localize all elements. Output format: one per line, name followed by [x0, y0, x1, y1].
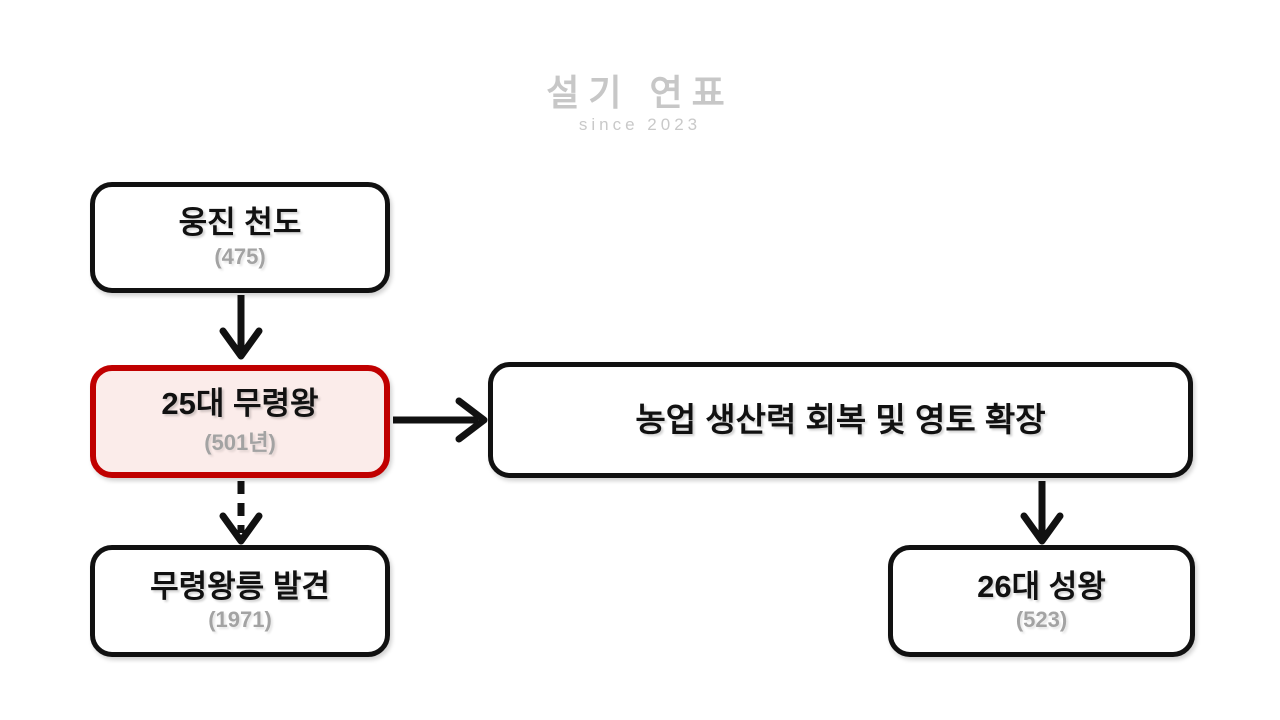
node-tomb-discovery: 무령왕릉 발견 (1971): [90, 545, 390, 657]
logo-subtitle: since 2023: [578, 115, 702, 134]
arrow-muryeong-to-achievement: [393, 397, 488, 443]
arrow-ungjin-to-muryeong: [219, 295, 263, 360]
node-ungjin-relocation: 웅진 천도 (475): [90, 182, 390, 293]
node-king-muryeong-highlighted: 25대 무령왕 (501년): [90, 365, 390, 478]
node-label: 25대 무령왕: [161, 386, 319, 422]
node-year: (475): [214, 243, 266, 269]
node-year: (1971): [208, 607, 272, 633]
node-label: 무령왕릉 발견: [150, 568, 330, 604]
node-label: 웅진 천도: [178, 205, 302, 241]
node-year: (501년): [204, 429, 276, 455]
node-year: (523): [1015, 607, 1068, 633]
node-achievement-agriculture-territory: 농업 생산력 회복 및 영토 확장: [488, 362, 1193, 478]
node-king-seong: 26대 성왕 (523): [888, 545, 1195, 657]
watermark-logo: 설기 연표 since 2023: [0, 72, 1280, 135]
arrow-muryeong-to-tomb-dashed: [219, 481, 263, 545]
arrow-achievement-to-seong: [1020, 481, 1064, 545]
logo-title: 설기 연표: [546, 72, 734, 113]
node-label: 농업 생산력 회복 및 영토 확장: [635, 401, 1046, 439]
node-label: 26대 성왕: [977, 568, 1106, 604]
